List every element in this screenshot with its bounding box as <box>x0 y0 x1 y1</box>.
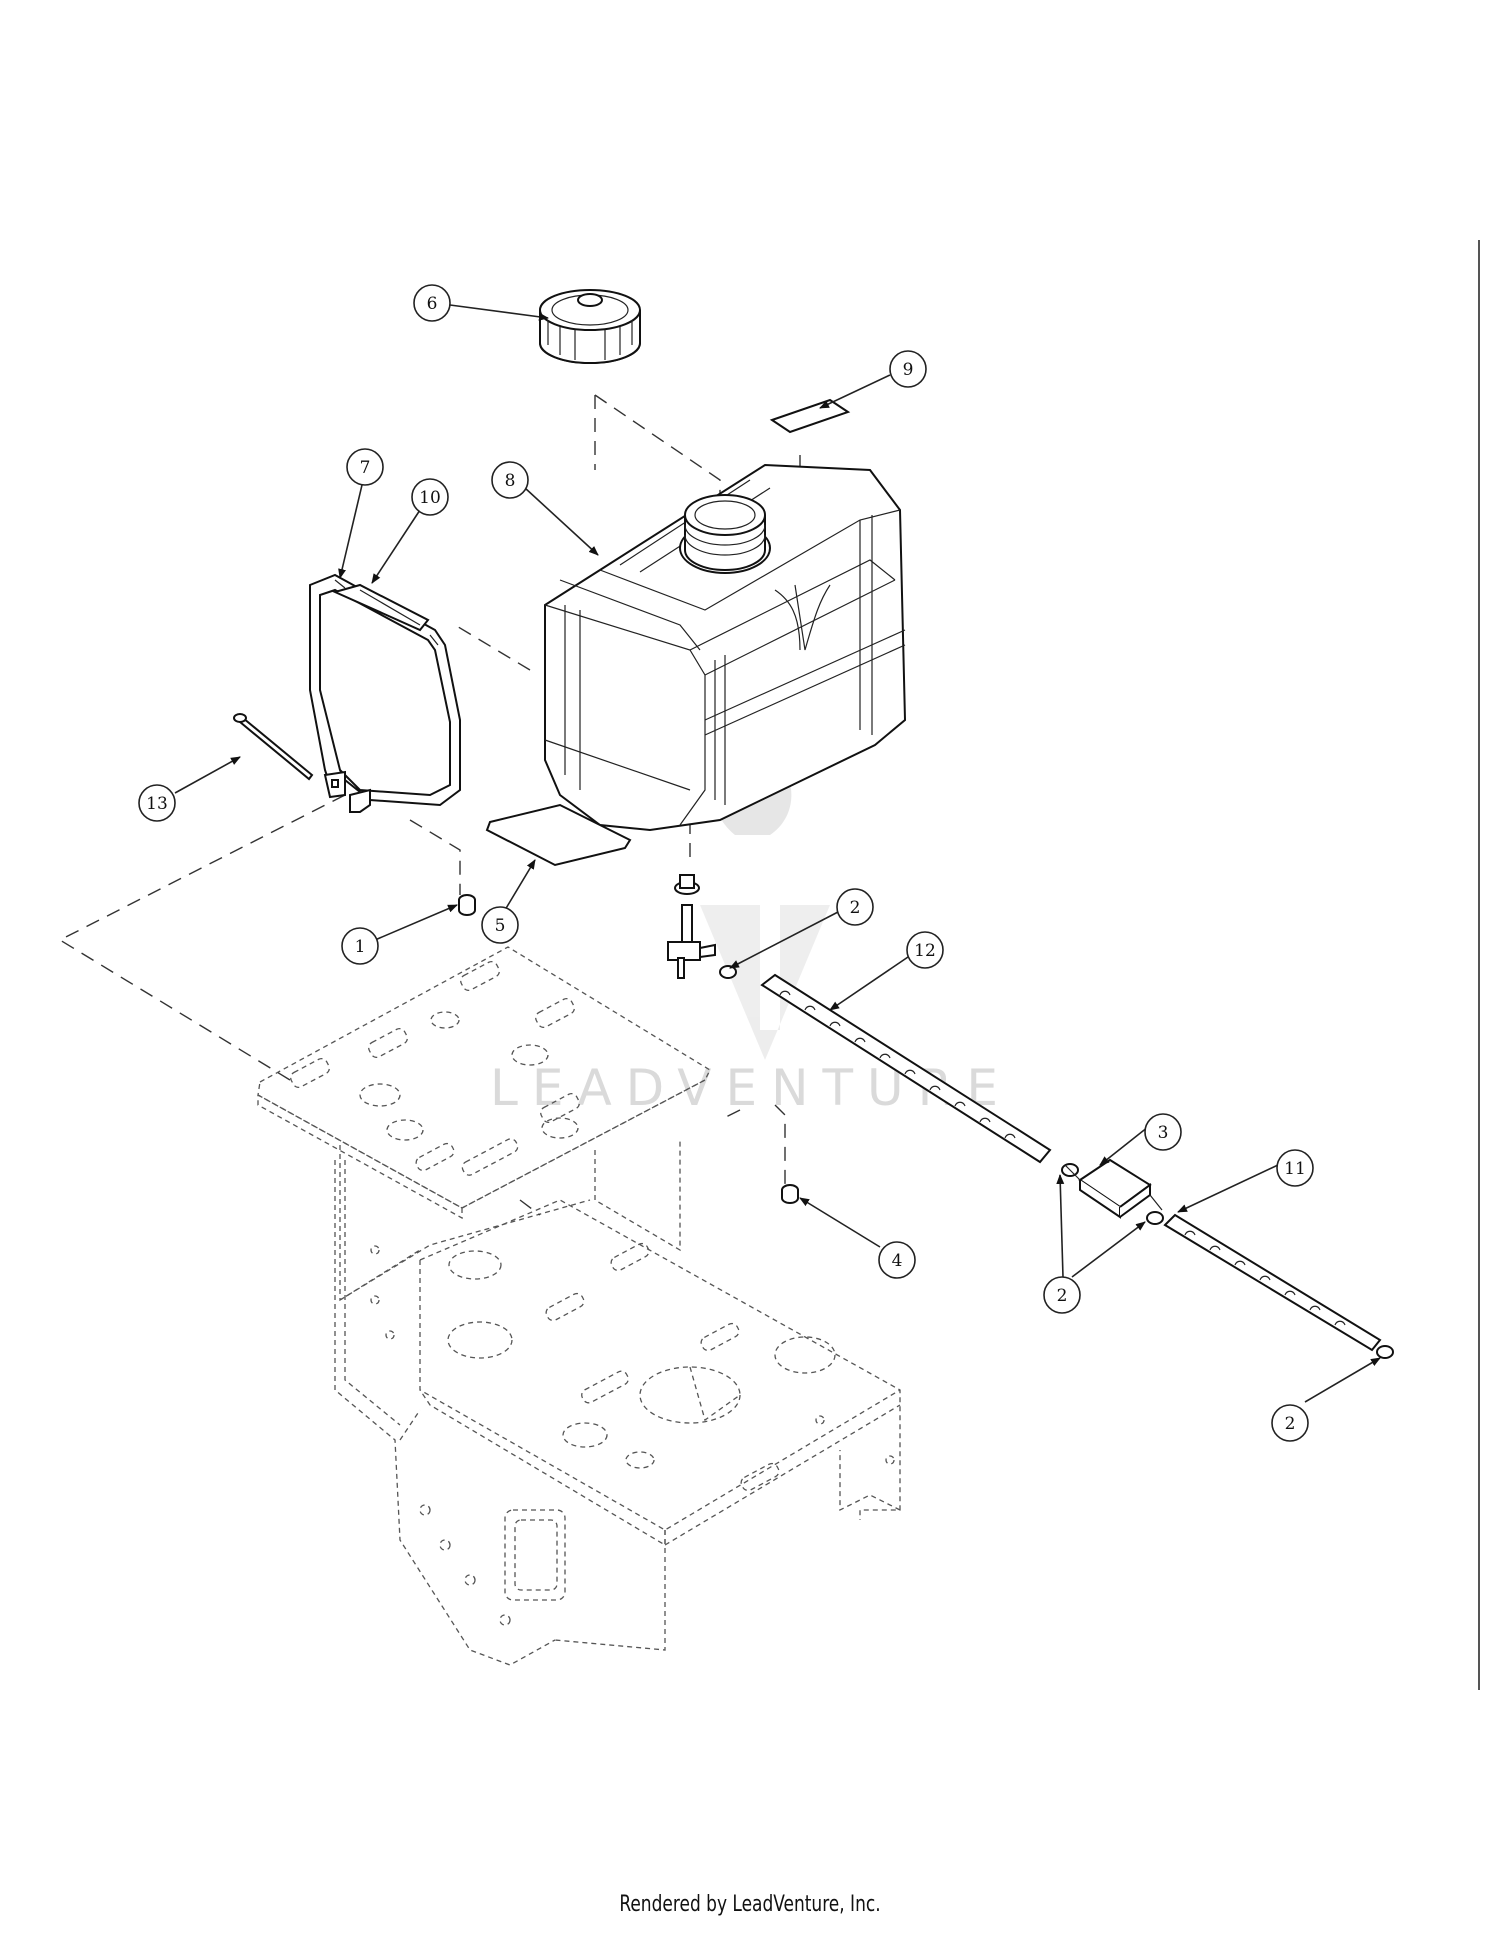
fuel-line-lower <box>1163 1213 1382 1352</box>
assembly-guides <box>58 394 801 1216</box>
callout-5: 5 <box>481 906 519 944</box>
callout-4: 4 <box>878 1241 916 1279</box>
chassis-frame <box>257 946 901 1666</box>
hose-clamp-3 <box>1146 1211 1164 1225</box>
callout-9: 9 <box>889 350 927 388</box>
svg-text:5: 5 <box>495 916 506 936</box>
svg-text:8: 8 <box>505 471 516 491</box>
page-edge-rule <box>1478 240 1480 1690</box>
strap-bolt <box>233 713 314 781</box>
tank-label <box>769 398 851 434</box>
svg-text:1: 1 <box>355 937 366 957</box>
callout-6: 6 <box>413 284 451 322</box>
svg-text:4: 4 <box>892 1251 903 1271</box>
strap-bracket <box>323 770 371 813</box>
svg-text:2: 2 <box>1285 1414 1296 1434</box>
callout-8: 8 <box>491 461 529 499</box>
leader-lines <box>174 304 1381 1403</box>
svg-text:10: 10 <box>419 488 441 508</box>
callout-1: 1 <box>341 927 379 965</box>
bottom-pad <box>485 803 632 867</box>
callout-13: 13 <box>138 784 176 822</box>
callout-2-filter: 2 <box>1043 1276 1081 1314</box>
fuel-tank <box>544 463 907 832</box>
svg-text:7: 7 <box>360 458 371 478</box>
svg-text:3: 3 <box>1158 1123 1169 1143</box>
svg-text:11: 11 <box>1284 1159 1306 1179</box>
callout-7: 7 <box>346 448 384 486</box>
svg-text:13: 13 <box>146 794 168 814</box>
fuel-filter <box>1064 1158 1163 1219</box>
tank-pad <box>332 583 430 632</box>
callout-2-end: 2 <box>1271 1404 1309 1442</box>
svg-text:6: 6 <box>427 294 438 314</box>
mount-nut <box>781 1184 799 1204</box>
shutoff-valve <box>667 874 716 979</box>
callout-3: 3 <box>1144 1113 1182 1151</box>
svg-text:9: 9 <box>903 360 914 380</box>
fuel-cap <box>539 289 641 364</box>
strap-nut <box>458 894 476 916</box>
svg-text:2: 2 <box>850 898 861 918</box>
svg-text:12: 12 <box>914 941 936 961</box>
callout-2-valve: 2 <box>836 888 874 926</box>
fuel-line-upper <box>760 973 1052 1164</box>
hose-clamp-1 <box>719 965 737 979</box>
callout-12: 12 <box>906 931 944 969</box>
callout-11: 11 <box>1276 1149 1314 1187</box>
callout-10: 10 <box>411 478 449 516</box>
footer-credit: Rendered by LeadVenture, Inc. <box>619 1892 881 1917</box>
hose-clamp-4 <box>1376 1345 1394 1359</box>
svg-text:2: 2 <box>1057 1286 1068 1306</box>
